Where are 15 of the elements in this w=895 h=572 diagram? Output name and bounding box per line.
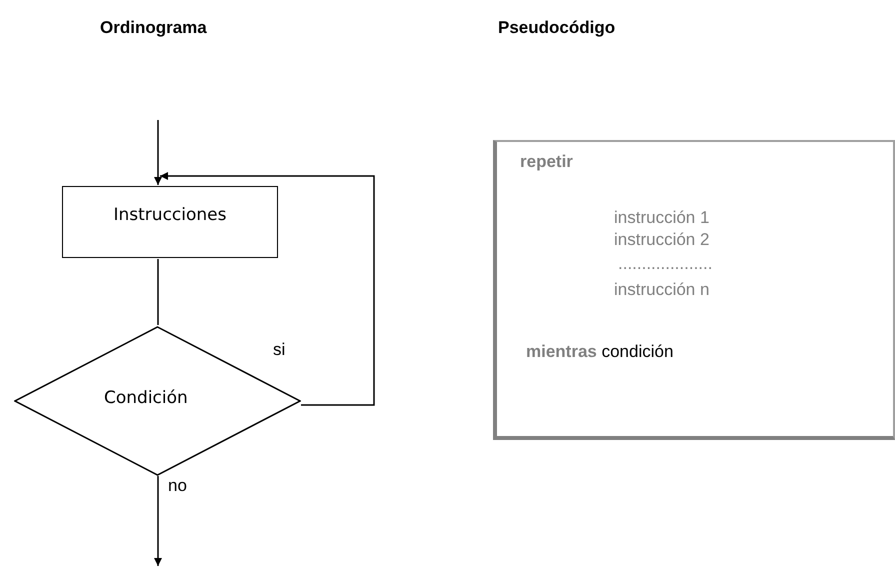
keyword-line: repetir [520, 152, 573, 172]
arrow [154, 120, 162, 185]
process-box: Instrucciones [62, 186, 278, 258]
pseudocode-panel [493, 140, 895, 440]
code-line: .................... [618, 254, 712, 274]
decision-label: Condición [104, 388, 188, 408]
arrow [160, 172, 375, 406]
column-heading: Pseudocódigo [498, 18, 616, 38]
code-line: instrucción n [614, 280, 710, 300]
arrow [154, 476, 162, 566]
decision-diamond [14, 326, 301, 476]
column-heading: Ordinograma [100, 18, 207, 38]
keyword-line: mientras condición [526, 342, 674, 362]
code-line: instrucción 2 [614, 230, 710, 250]
code-line: instrucción 1 [614, 208, 710, 228]
